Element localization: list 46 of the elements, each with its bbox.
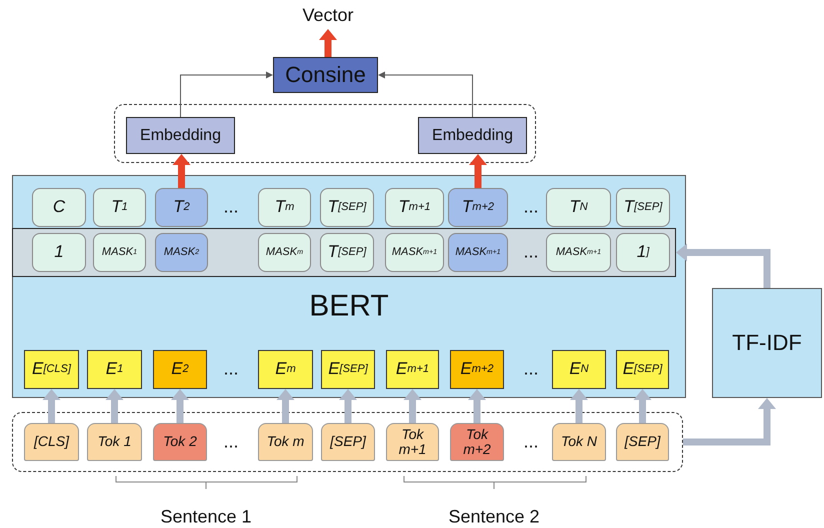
ellipsis: ... xyxy=(224,196,238,218)
group-outline xyxy=(114,104,536,163)
block-arrow xyxy=(469,154,487,188)
arrow xyxy=(378,72,473,118)
block-arrow xyxy=(172,154,190,188)
model-title: BERT xyxy=(309,290,389,322)
ellipsis: ... xyxy=(524,196,538,218)
input-token-box: [SEP] xyxy=(616,423,669,461)
embedding-box: Embedding xyxy=(418,117,527,154)
input-token-box: Tok N xyxy=(552,423,606,461)
block-arrow xyxy=(676,244,770,288)
block-arrow xyxy=(634,389,652,423)
token-box: C xyxy=(32,188,86,227)
input-token-box: Tok 2 xyxy=(153,423,207,461)
block-arrow xyxy=(171,389,189,423)
operation-box: Consine xyxy=(273,57,378,93)
arrow xyxy=(180,72,273,118)
input-token-box: [CLS] xyxy=(24,423,79,461)
block-arrow xyxy=(106,389,124,423)
segment-label: Sentence 2 xyxy=(448,506,540,528)
block-arrow xyxy=(683,398,776,446)
block-arrow xyxy=(339,389,357,423)
input-token-box: [SEP] xyxy=(321,423,375,461)
feature-box: TF-IDF xyxy=(712,288,822,398)
block-arrow xyxy=(319,29,337,57)
block-arrow xyxy=(276,389,294,423)
ellipsis: ... xyxy=(524,358,538,380)
ellipsis: ... xyxy=(524,242,538,262)
block-arrow xyxy=(404,389,422,423)
ellipsis: ... xyxy=(524,432,538,452)
ellipsis: ... xyxy=(224,358,238,380)
block-arrow xyxy=(42,389,60,423)
model-block xyxy=(12,175,686,398)
ellipsis: ... xyxy=(224,432,238,452)
block-arrow xyxy=(468,389,486,423)
group-outline xyxy=(12,412,683,472)
block-arrow xyxy=(570,389,588,423)
input-token-box: Tok m+1 xyxy=(386,423,439,461)
input-token-box: Tok m+2 xyxy=(450,423,504,461)
input-token-box: Tok m xyxy=(258,423,313,461)
mask-band xyxy=(12,228,676,277)
output-label: Vector xyxy=(298,3,358,29)
token-box: 1 xyxy=(32,233,86,272)
input-token-box: Tok 1 xyxy=(87,423,142,461)
embedding-box: Embedding xyxy=(126,117,235,154)
segment-label: Sentence 1 xyxy=(160,506,252,528)
